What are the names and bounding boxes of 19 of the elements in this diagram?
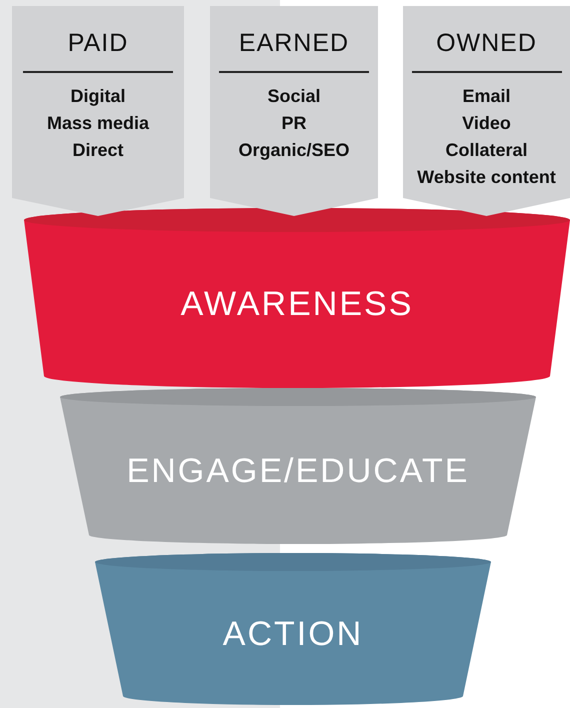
category-heading: EARNED (238, 28, 350, 58)
stage-label: ENGAGE/EDUCATE (126, 450, 470, 490)
channel-item: Email (462, 85, 511, 108)
channel-item: PR (281, 112, 306, 135)
channel-item: Website content (417, 166, 556, 189)
stage-label: AWARENESS (180, 284, 414, 324)
category-heading: OWNED (436, 28, 537, 58)
channel-item: Mass media (46, 112, 150, 135)
channel-item: Social (267, 85, 321, 108)
channel-item: Organic/SEO (238, 139, 350, 162)
channel-item: Digital (70, 85, 126, 108)
category-tag (12, 6, 184, 216)
channel-item: Video (462, 112, 511, 135)
category-heading: PAID (68, 28, 128, 58)
channel-item: Collateral (445, 139, 528, 162)
category-tag (403, 6, 570, 216)
channel-item: Direct (72, 139, 124, 162)
stage-label: ACTION (222, 614, 364, 654)
category-tag (210, 6, 378, 216)
